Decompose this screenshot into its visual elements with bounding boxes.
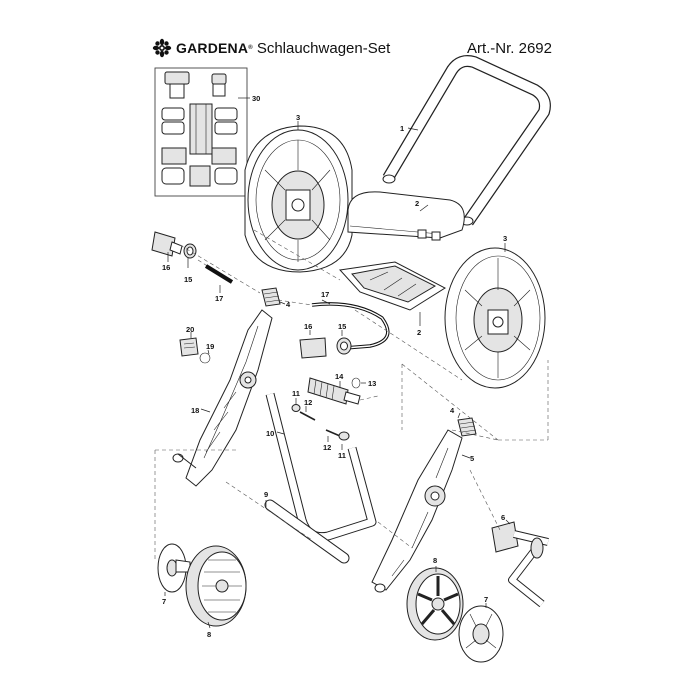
- connector-16-middle: [299, 330, 327, 359]
- callout-10: 10: [266, 429, 274, 438]
- side-frame-right: [371, 429, 471, 593]
- callout-4-right-nut: 4: [450, 406, 455, 415]
- washer-11-upper: [291, 398, 301, 412]
- washer-19: [199, 349, 211, 364]
- hub-cap-right: [458, 603, 504, 663]
- callout-3-left-disc: 3: [296, 113, 300, 122]
- callout-12-lower: 12: [323, 443, 331, 452]
- callout-17-middle: 17: [321, 290, 329, 299]
- brand-header: GARDENA® Schlauchwagen-Set: [150, 36, 390, 60]
- o-ring-13: [351, 377, 366, 389]
- callout-3-right-disc: 3: [503, 234, 507, 243]
- callout-15-middle: 15: [338, 322, 346, 331]
- callout-8-left: 8: [207, 630, 211, 639]
- callout-1: 1: [400, 124, 404, 133]
- callout-labels: 1 2 2 3 3 4 4 5 6 7 7 8 8 9 10 11 11 12 …: [162, 94, 507, 639]
- assembly-guides: [154, 229, 549, 560]
- callout-16-middle: 16: [304, 322, 312, 331]
- hose-guide-14: [307, 377, 361, 405]
- wheel-left: [185, 545, 247, 629]
- side-frame-left: [172, 309, 273, 487]
- callout-7-left: 7: [162, 597, 166, 606]
- callout-7-right: 7: [484, 595, 488, 604]
- callout-13: 13: [368, 379, 376, 388]
- connector-16-top: [151, 231, 183, 262]
- callout-19: 19: [206, 342, 214, 351]
- hose-17-top: [197, 259, 234, 293]
- brand-name: GARDENA: [176, 40, 249, 56]
- callout-20: 20: [186, 325, 194, 334]
- washer-11-lower: [338, 431, 350, 450]
- wheel-right: [406, 566, 464, 641]
- ring-15-middle: [336, 330, 352, 355]
- callout-16-top: 16: [162, 263, 170, 272]
- hose-17-middle: [311, 299, 390, 350]
- callout-17-top: 17: [215, 294, 223, 303]
- hub-cap-left: [157, 543, 191, 596]
- callout-2-drum-top: 2: [415, 199, 419, 208]
- crank-6: [491, 519, 549, 608]
- article-number: Art.-Nr. 2692: [466, 39, 552, 57]
- callout-11-lower: 11: [338, 451, 346, 460]
- reel-disc-right: [444, 243, 546, 389]
- drum-bottom-half: [338, 261, 447, 326]
- callout-12-upper: 12: [304, 398, 312, 407]
- drum-top-half: [347, 191, 465, 241]
- callout-9: 9: [264, 490, 268, 499]
- callout-14: 14: [335, 372, 344, 381]
- callout-2-drum-bottom: 2: [417, 328, 421, 337]
- screw-12-lower: [325, 429, 341, 442]
- callout-30: 30: [252, 94, 260, 103]
- callout-5: 5: [470, 454, 474, 463]
- axle-9: [264, 499, 350, 564]
- callout-11-upper: 11: [292, 389, 300, 398]
- gardena-logo-icon: [152, 38, 172, 58]
- ring-15-top: [183, 243, 197, 268]
- kit-connector-parts: [161, 71, 238, 187]
- page-title: Schlauchwagen-Set: [256, 39, 391, 57]
- accessory-kit-box: [154, 67, 250, 197]
- callout-4-left-nut: 4: [286, 300, 291, 309]
- callout-15-top: 15: [184, 275, 192, 284]
- nut-4-left: [261, 287, 286, 307]
- callout-6: 6: [501, 513, 505, 522]
- callout-8-right: 8: [433, 556, 437, 565]
- coupling-20: [179, 332, 199, 357]
- brand-registered-mark: ®: [248, 45, 253, 51]
- reel-disc-left: [244, 121, 353, 273]
- nut-4-right: [457, 412, 477, 437]
- screw-12-upper: [299, 406, 316, 421]
- callout-18: 18: [191, 406, 199, 415]
